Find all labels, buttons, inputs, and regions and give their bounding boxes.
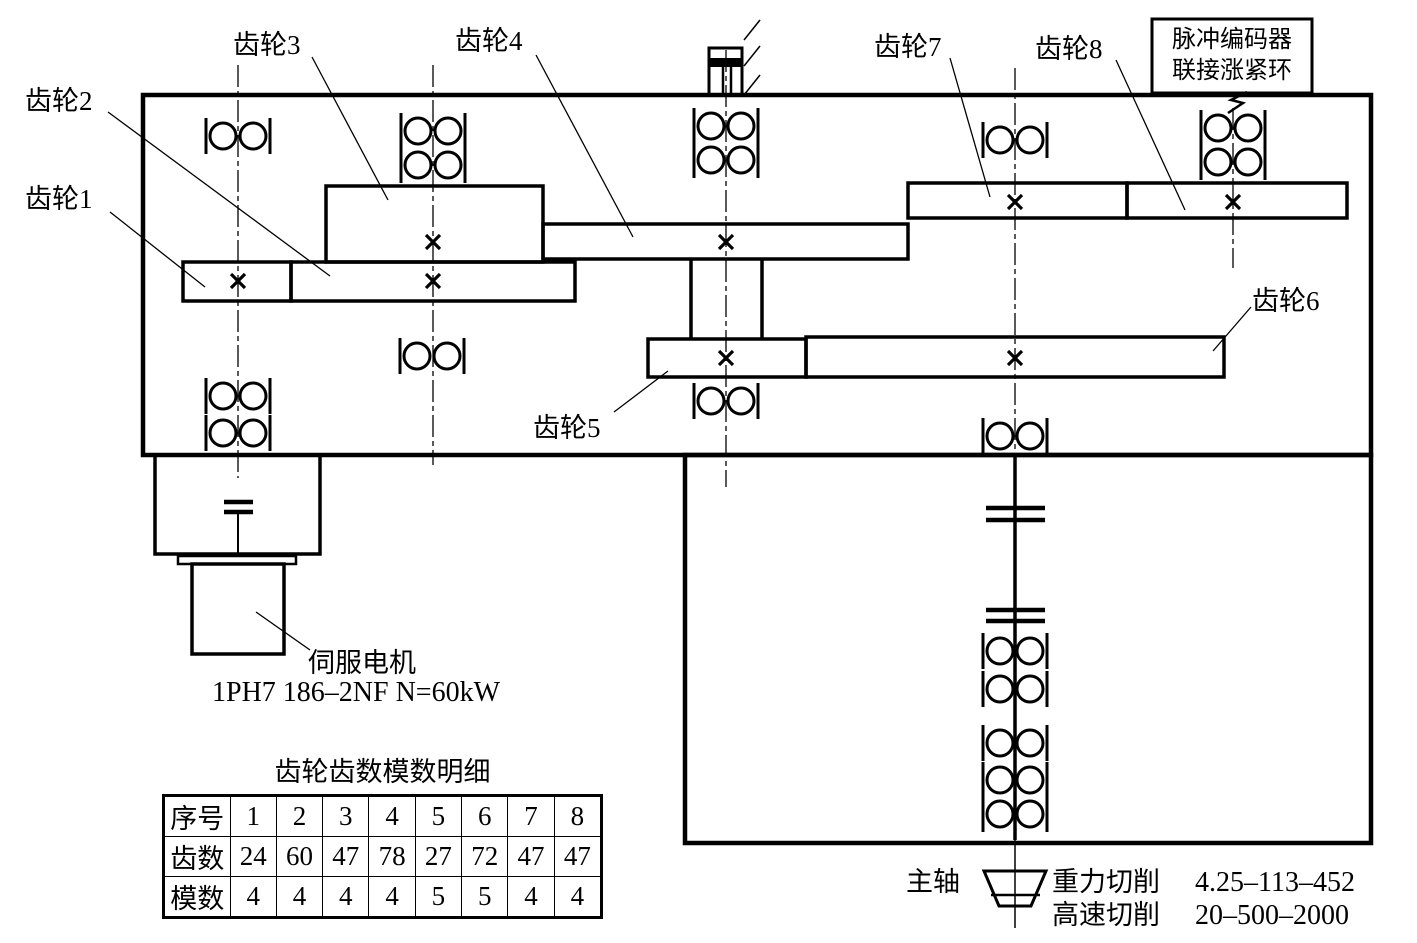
gear7-label: 齿轮7 <box>874 32 942 62</box>
shaft-centerlines <box>237 50 1234 487</box>
cutting-mode2-range: 20–500–2000 <box>1195 900 1349 931</box>
cell: 8 <box>553 795 603 837</box>
row-header: 齿数 <box>163 836 231 877</box>
cell: 3 <box>322 795 370 837</box>
cell: 47 <box>322 836 370 877</box>
gear6 <box>804 335 1226 379</box>
table-row-index: 序号 1 2 3 4 5 6 7 8 <box>163 795 603 837</box>
gear5-label: 齿轮5 <box>533 413 601 443</box>
cell: 1 <box>229 795 277 837</box>
gears <box>181 181 1349 379</box>
gear6-leader <box>1212 306 1252 352</box>
gear8 <box>1125 181 1349 220</box>
cell: 4 <box>368 876 416 918</box>
cell: 4 <box>553 876 603 918</box>
gear5-leader <box>613 370 669 413</box>
motor-model-label: 1PH7 186–2NF N=60kW <box>212 677 501 708</box>
table-row-teeth: 齿数 24 60 47 78 27 72 47 47 <box>163 836 603 877</box>
gear1-leader <box>109 211 206 288</box>
gear-spec-table: 序号 1 2 3 4 5 6 7 8 齿数 24 60 47 78 27 72 … <box>162 794 603 919</box>
input-clamp <box>707 19 761 96</box>
cell: 47 <box>507 836 555 877</box>
encoder-arrow-icon <box>1227 90 1248 115</box>
gear4-leader <box>535 54 634 238</box>
cell: 5 <box>461 876 509 918</box>
cell: 4 <box>275 876 324 918</box>
gear5-center-mark <box>717 349 735 367</box>
gear8-label: 齿轮8 <box>1035 34 1103 64</box>
row-header: 模数 <box>163 876 231 918</box>
cell: 4 <box>368 795 416 837</box>
cell: 24 <box>229 836 277 877</box>
gear4 <box>541 222 910 261</box>
cell: 5 <box>414 876 463 918</box>
spindle-housing <box>682 452 1374 846</box>
encoder-note-line2: 联接涨紧环 <box>1172 57 1292 84</box>
cell: 6 <box>461 795 509 837</box>
gear1-label: 齿轮1 <box>25 184 93 214</box>
gear2-leader <box>107 111 331 277</box>
cutting-mode1-label: 重力切削 <box>1052 867 1160 897</box>
cell: 5 <box>414 795 463 837</box>
clamp-bracket <box>707 46 744 95</box>
cell: 2 <box>275 795 324 837</box>
motor-leader <box>255 611 311 651</box>
cell: 4 <box>229 876 277 918</box>
servo-motor-label: 伺服电机 <box>308 648 416 678</box>
cell: 72 <box>461 836 509 877</box>
gear-spec-title: 齿轮齿数模数明细 <box>274 757 491 787</box>
cell: 4 <box>322 876 370 918</box>
cutting-mode2-label: 高速切削 <box>1052 900 1160 930</box>
table-row-module: 模数 4 4 4 4 5 5 4 4 <box>163 876 603 918</box>
gear3-label: 齿轮3 <box>233 30 301 60</box>
gear6-label: 齿轮6 <box>1252 286 1320 316</box>
clamp-bar <box>709 58 742 67</box>
ground-hatch-icon <box>743 19 761 96</box>
gear3 <box>324 184 545 264</box>
cell: 47 <box>553 836 603 877</box>
cell: 27 <box>414 836 463 877</box>
gear3-leader <box>311 56 389 201</box>
bearing-icon <box>398 336 466 376</box>
gear4-label: 齿轮4 <box>455 26 523 56</box>
gear8-leader <box>1115 59 1186 211</box>
gear7-leader <box>949 57 991 198</box>
cell: 78 <box>368 836 416 877</box>
cell: 4 <box>507 876 555 918</box>
spindle-nose <box>981 869 1049 908</box>
gear-spec-section: 齿轮齿数模数明细 序号 1 2 3 4 5 6 7 8 齿数 24 60 47 … <box>162 757 603 919</box>
cutting-mode1-range: 4.25–113–452 <box>1195 867 1355 898</box>
leader-lines <box>107 54 1252 651</box>
encoder-note-line1: 脉冲编码器 <box>1172 26 1292 53</box>
row-header: 序号 <box>163 795 231 837</box>
couplings <box>224 499 1045 624</box>
spindle-label: 主轴 <box>906 867 960 897</box>
gear7-center-mark <box>1006 193 1024 211</box>
cell: 7 <box>507 795 555 837</box>
cell: 60 <box>275 836 324 877</box>
servo-motor-body <box>190 562 286 656</box>
encoder-note-box <box>1150 17 1314 95</box>
gear2-label: 齿轮2 <box>25 86 93 116</box>
